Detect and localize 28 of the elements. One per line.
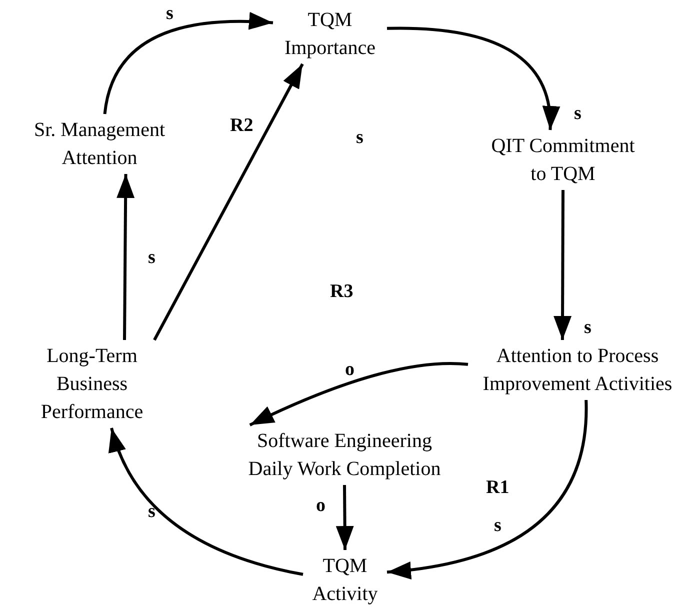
arrow <box>386 400 588 579</box>
loop-label: R2 <box>230 116 254 136</box>
polarity-label: s <box>584 318 592 338</box>
arrow <box>110 428 304 576</box>
arrow <box>153 63 304 341</box>
polarity-label: s <box>356 128 364 148</box>
variable-text: TQM Activity <box>305 552 385 608</box>
variable-text: QIT Commitment to TQM <box>483 132 643 188</box>
arrow <box>103 12 274 114</box>
arrow <box>116 174 135 340</box>
polarity-label: s <box>148 502 156 522</box>
arrow <box>249 362 468 426</box>
variable-text: Sr. Management Attention <box>12 116 187 172</box>
polarity-label: s <box>166 4 174 24</box>
variable-text: Long-Term Business Performance <box>27 342 157 426</box>
polarity-label: o <box>345 360 354 380</box>
arrow <box>387 26 559 130</box>
polarity-label: s <box>574 104 582 124</box>
arrow <box>336 484 354 550</box>
variable-text: Software Engineering Daily Work Completion <box>237 427 452 483</box>
polarity-label: s <box>148 248 156 268</box>
variable-text: Attention to Process Improvement Activities <box>470 342 685 398</box>
polarity-label: s <box>494 516 502 536</box>
variable-text: TQM Importance <box>275 6 385 62</box>
polarity-label: o <box>316 496 326 516</box>
loop-label: R3 <box>330 282 354 302</box>
loop-label: R1 <box>486 478 510 498</box>
arrow <box>554 190 572 340</box>
